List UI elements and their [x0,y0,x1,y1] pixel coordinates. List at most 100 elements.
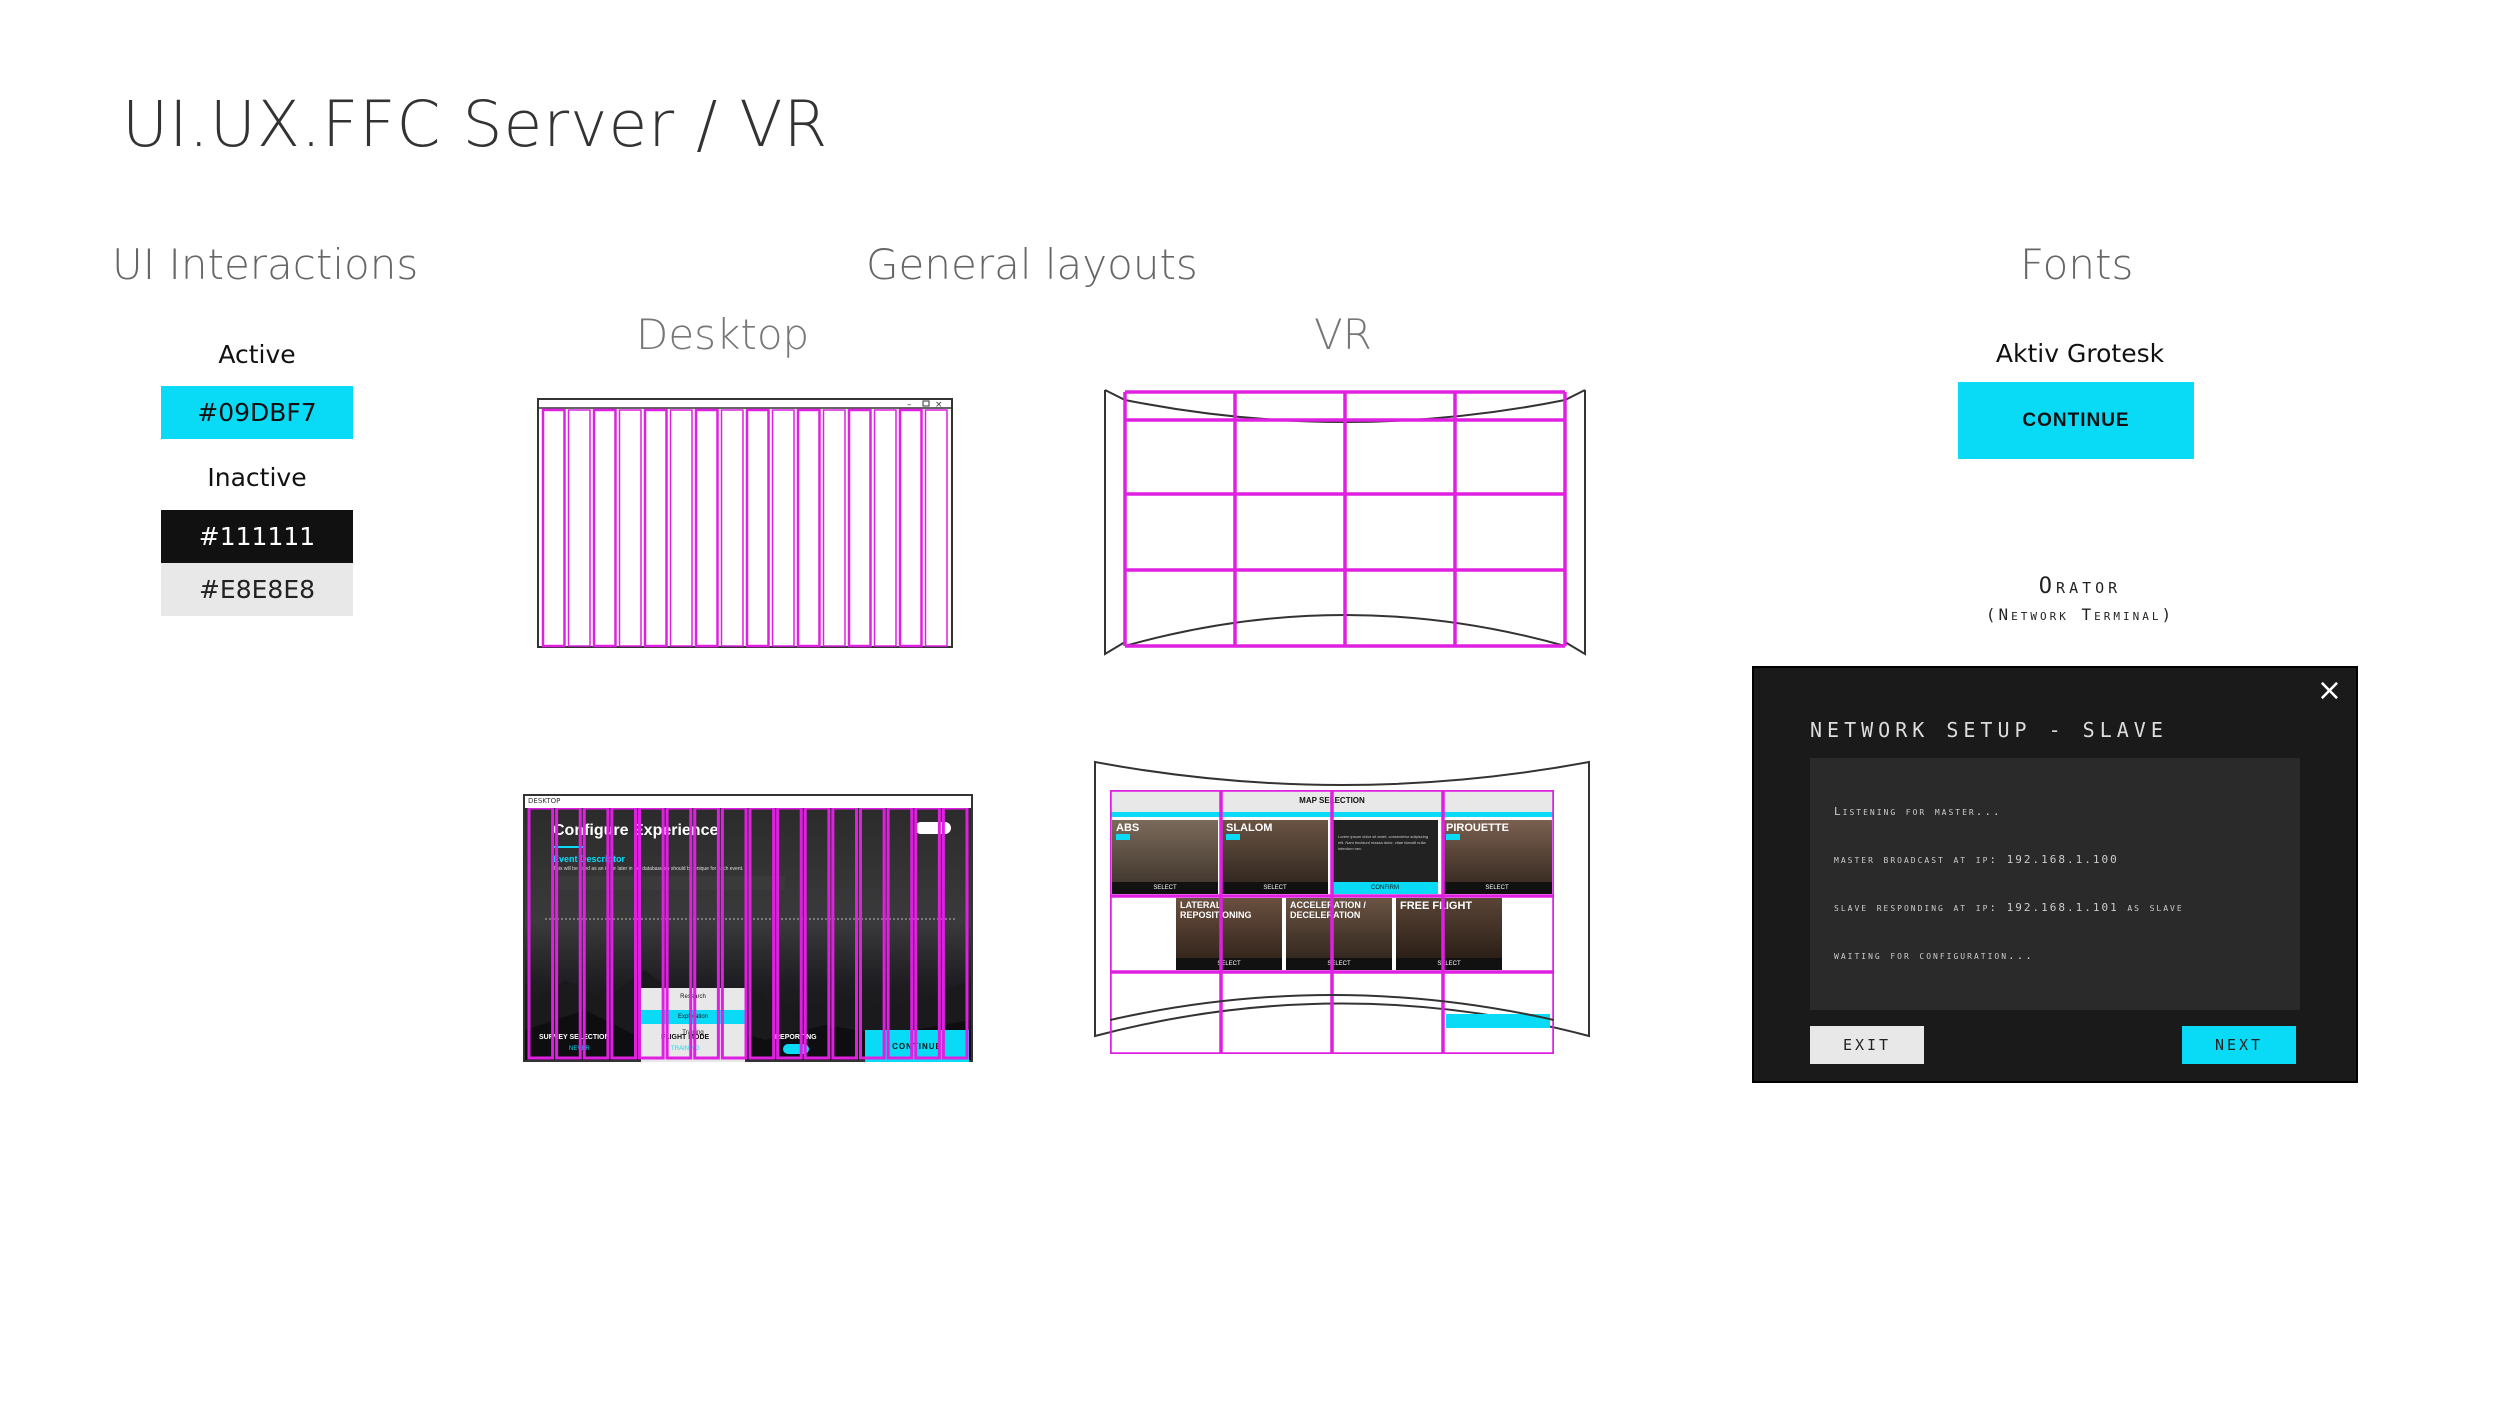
vr-card-pirouette[interactable]: PIROUETTE SELECT [1442,820,1552,894]
log-line: waiting for configuration... [1834,949,2034,962]
vr-confirm-button[interactable]: CONFIRM [1332,882,1438,894]
vr-card-acceleration-select[interactable]: SELECT [1286,958,1392,970]
active-label: Active [218,340,296,369]
vr-card-lateral-select[interactable]: SELECT [1176,958,1282,970]
vr-card-acceleration[interactable]: ACCELERATION / DECELERATION SELECT [1286,898,1392,970]
vr-card-free-flight-title: FREE FLIGHT [1400,900,1473,912]
grid-column [643,408,668,648]
exit-button[interactable]: EXIT [1810,1026,1924,1064]
vr-grid-wireframe [1104,389,1586,656]
svg-text:×: × [935,400,943,410]
grid-column [555,808,582,1060]
vr-card-free-flight-select[interactable]: SELECT [1396,958,1502,970]
grid-column [886,808,914,1060]
reporting-label: REPORTING [775,1034,817,1041]
vr-continue-bar[interactable] [1446,1014,1550,1028]
terminal-title: NETWORK SETUP - SLAVE [1810,718,2168,742]
font1-sample-button[interactable]: CONTINUE [1958,382,2194,459]
section-ui-interactions: UI Interactions [112,240,419,289]
desktop-label: Desktop [636,310,810,359]
vr-card-badge [1446,834,1460,840]
vr-mock: MAP SELECTION ABS SELECT SLALOM SELECT L… [1110,790,1554,1054]
grid-column [796,408,821,648]
popup-option-training[interactable]: Training [682,1030,704,1036]
vr-card-slalom-title: SLALOM [1226,822,1273,834]
desktop-mock: DESKTOP Configure Experience Event Descr… [523,794,973,1062]
grid-column [567,409,591,647]
grid-column [771,409,795,647]
vr-card-abs[interactable]: ABS SELECT [1112,820,1218,894]
grid-column [527,808,555,1060]
popup-option-research[interactable]: Research [680,994,706,1000]
next-button[interactable]: NEXT [2182,1026,2296,1064]
page-title: UI.UX.FFC Server / VR [122,88,829,161]
svg-text:–: – [907,400,912,410]
desktop-grid-wireframe: – × [537,398,953,648]
section-fonts: Fonts [2020,240,2134,289]
close-icon[interactable]: × [2316,673,2342,708]
heading-underline [553,846,583,848]
grid-column [873,409,897,647]
vr-card-lateral-title: LATERAL REPOSITIONING [1180,900,1252,920]
vr-card-free-flight[interactable]: FREE FLIGHT SELECT [1396,898,1502,970]
grid-column [582,808,610,1060]
grid-column [847,408,872,648]
desktop-mock-grid-overlay [527,808,969,1060]
grid-column [822,409,846,647]
grid-column [665,808,693,1060]
font2-name: Orator [2038,574,2122,599]
vr-card-detail-text: Lorem ipsum dolor sit amet, consectetur … [1338,834,1429,851]
grid-column [748,808,776,1060]
vr-card-slalom-select[interactable]: SELECT [1222,882,1328,894]
grid-column [776,808,803,1060]
grid-column [720,409,744,647]
grid-column [924,409,948,647]
network-terminal-window: × NETWORK SETUP - SLAVE Listening for ma… [1752,666,2358,1083]
section-general-layouts: General layouts [866,240,1198,289]
grid-column [941,808,969,1060]
grid-column [541,408,566,648]
font1-name: Aktiv Grotesk [1995,339,2165,368]
log-line: slave responding at ip: 192.168.1.101 as… [1834,901,2184,914]
vr-card-slalom[interactable]: SLALOM SELECT [1222,820,1328,894]
vr-card-badge [1226,834,1240,840]
survey-selection-label: SURVEY SELECTION [539,1034,610,1041]
grid-column [694,408,719,648]
grid-column [803,808,831,1060]
vr-mock-grid-overlay [1110,790,1554,1054]
vr-card-pirouette-title: PIROUETTE [1446,822,1509,834]
grid-column [720,808,748,1060]
inactive-light-swatch: #E8E8E8 [161,563,353,616]
vr-card-abs-select[interactable]: SELECT [1112,882,1218,894]
grid-column [610,808,637,1060]
log-line: master broadcast at ip: 192.168.1.100 [1834,853,2119,866]
grid-column [669,409,693,647]
vr-card-badge [1116,834,1130,840]
flight-mode-value[interactable]: TRAINING [671,1046,700,1052]
active-color-swatch: #09DBF7 [161,386,353,439]
terminal-log: Listening for master... master broadcast… [1810,758,2300,1010]
grid-column [831,808,858,1060]
grid-column [898,408,923,648]
vr-card-pirouette-select[interactable]: SELECT [1442,882,1552,894]
flight-mode-label: FLIGHT MODE [661,1034,710,1041]
grid-column [859,808,886,1060]
grid-column [914,808,941,1060]
desktop-mock-titlebar: DESKTOP [528,797,561,805]
vr-card-acceleration-title: ACCELERATION / DECELERATION [1290,900,1366,920]
desktop-mock-description: This will be used as an id for later in … [553,866,744,872]
inactive-dark-swatch: #111111 [161,510,353,563]
grid-column [745,408,770,648]
vr-card-lateral[interactable]: LATERAL REPOSITIONING SELECT [1176,898,1282,970]
reporting-toggle[interactable] [783,1044,809,1054]
vr-label: VR [1314,310,1372,359]
vr-card-detail: Lorem ipsum dolor sit amet, consectetur … [1332,820,1438,894]
grid-column [618,409,642,647]
grid-column [592,408,617,648]
desktop-mock-subheading: Event Descriptor [553,854,626,864]
vr-card-abs-title: ABS [1116,822,1140,834]
grid-column [638,808,665,1060]
inactive-label: Inactive [207,463,307,492]
grid-column [693,808,720,1060]
font2-sub: (Network Terminal) [1985,605,2175,624]
